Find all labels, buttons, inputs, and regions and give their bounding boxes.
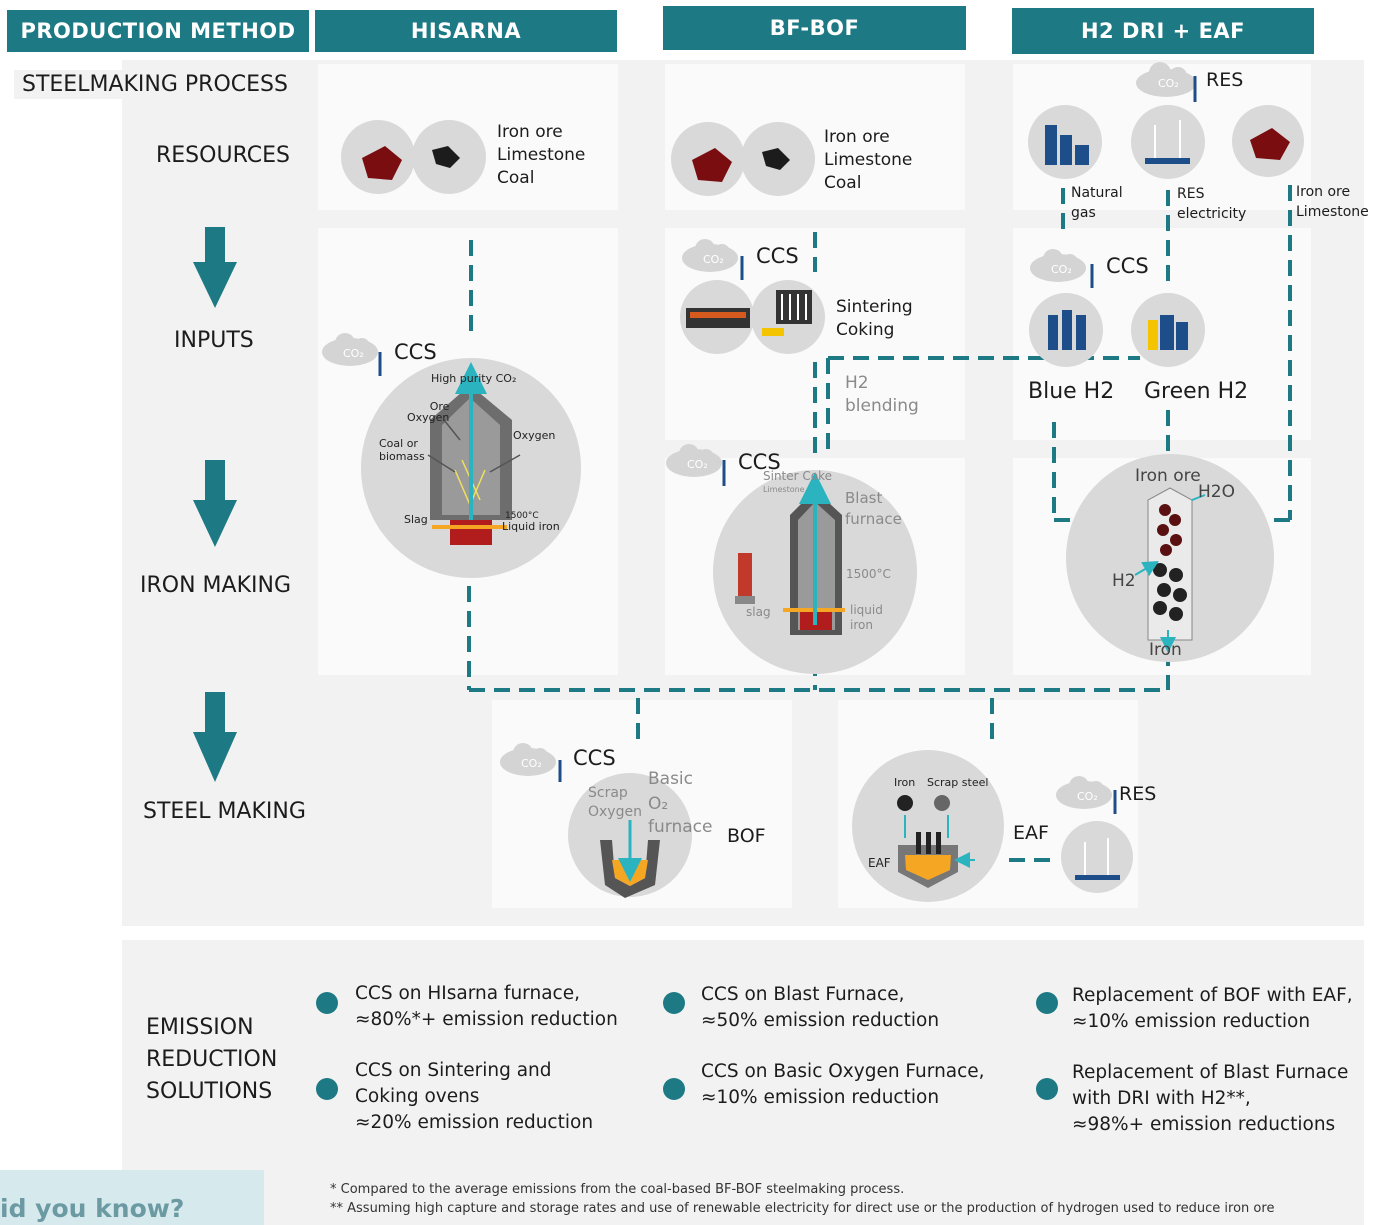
label-steel-making: STEEL MAKING [143,799,306,824]
dri-shaft-icon [1134,487,1206,653]
solution-item: CCS on Basic Oxygen Furnace, ≈10% emissi… [701,1061,985,1108]
green-h2-label: Green H2 [1144,379,1249,404]
high-purity-co2-label: High purity CO₂ [431,372,517,385]
dri-h2o-label: H2O [1198,482,1235,502]
bof-basic-label: Basic [648,769,694,789]
plant-icons [1028,105,1205,893]
co2-arrows [378,76,1197,814]
header-production-method: PRODUCTION METHOD [7,10,309,52]
bof-furnace-label: furnace [648,817,713,837]
bfbof-resources-list: Iron ore Limestone Coal [824,127,913,193]
eaf-scrap-label: Scrap steel [927,776,989,789]
eaf-label: EAF [1013,822,1049,844]
dri-h2-label: H2 [1112,571,1136,591]
liquid-iron-label: Liquid iron [502,520,560,533]
bof-label: BOF [727,825,766,847]
down-arrow-icon [193,227,237,782]
co2-label: CO₂ [703,253,724,266]
label-emission-reduction: EMISSION REDUCTION SOLUTIONS [146,1015,278,1104]
flow-lines [467,185,1292,862]
ccs-label: CCS [1106,254,1149,278]
dri-iron-ore-label: Iron ore [1135,466,1201,486]
label-iron-making: IRON MAKING [140,573,291,598]
blue-h2-label: Blue H2 [1028,379,1115,404]
temp-label: 1500°C [505,511,539,521]
solution-item: Replacement of Blast Furnace with DRI wi… [1072,1062,1349,1135]
h2-blending-label: H2 blending [845,373,919,416]
iron-limestone-label: Iron ore Limestone [1296,184,1369,220]
hisarna-furnace-icon [427,362,521,545]
co2-label: CO₂ [687,458,708,471]
solution-item: CCS on HIsarna furnace, ≈80%*+ emission … [355,983,618,1030]
hisarna-resources-list: Iron ore Limestone Coal [497,122,586,188]
co2-label: CO₂ [1158,77,1179,90]
slag-label: Slag [404,513,428,526]
natural-gas-label: Natural gas [1071,185,1123,221]
label-steelmaking-process: STEELMAKING PROCESS [14,70,296,99]
ccs-label: CCS [573,746,616,770]
label-resources: RESOURCES [156,143,290,168]
ccs-label: CCS [756,244,799,268]
sinter-coke-label: Sinter Coke [763,469,833,483]
bof-o2-label: O₂ [648,794,669,814]
ccs-label: CCS [394,340,437,364]
co2-label: CO₂ [1077,790,1098,803]
footnote: * Compared to the average emissions from… [330,1182,905,1197]
bf-liquid-iron-label: liquid iron [850,603,883,632]
bof-oxygen-label: Oxygen [588,804,642,820]
header-bfbof: BF-BOF [663,6,966,50]
solution-bullet [316,1078,338,1100]
did-you-know-label: id you know? [0,1194,185,1223]
eaf-small-label: EAF [868,856,891,870]
co2-label: CO₂ [343,347,364,360]
bof-scrap-label: Scrap [588,785,628,801]
solution-item: Replacement of BOF with EAF, ≈10% emissi… [1072,985,1353,1032]
blast-furnace-label: Blast furnace [845,489,902,528]
oxygen-label: Oxygen [513,429,556,442]
coal-biomass-label: Coal or biomass [379,437,425,463]
solution-bullet [1036,992,1058,1014]
solution-item: CCS on Blast Furnace, ≈50% emission redu… [701,984,940,1031]
header-hisarna: HISARNA [315,10,617,52]
blast-furnace-icon [735,472,845,635]
co2-label: CO₂ [521,757,542,770]
res-electricity-label: RES electricity [1177,186,1247,222]
solution-item: CCS on Sintering and Coking ovens ≈20% e… [355,1060,594,1133]
bof-vessel-icon [600,820,660,898]
header-h2dri: H2 DRI + EAF [1012,8,1314,54]
sintering-coking-icons [680,280,825,354]
solution-bullet [1036,1078,1058,1100]
bf-temp-label: 1500°C [846,567,891,581]
res-label: RES [1119,783,1157,805]
ccs-label: CCS [738,450,781,474]
solution-bullet [316,992,338,1014]
eaf-furnace-icon [897,795,975,888]
rock-icons [341,105,1304,196]
ore-oxygen-label: Ore Oxygen [407,400,450,424]
label-inputs: INPUTS [174,328,254,353]
solution-bullet [663,1078,685,1100]
res-label: RES [1206,69,1244,91]
co2-label: CO₂ [1051,263,1072,276]
footnote: ** Assuming high capture and storage rat… [330,1201,1275,1216]
bf-limestone-label: Limestone [763,485,805,494]
eaf-iron-label: Iron [894,776,916,789]
did-you-know-tab[interactable]: id you know? [0,1170,264,1225]
dri-iron-label: Iron [1149,640,1182,660]
bf-slag-label: slag [746,605,771,619]
solution-bullet [663,992,685,1014]
co2-cloud-icon [322,62,1196,809]
sintering-coking-label: Sintering Coking [836,297,913,340]
